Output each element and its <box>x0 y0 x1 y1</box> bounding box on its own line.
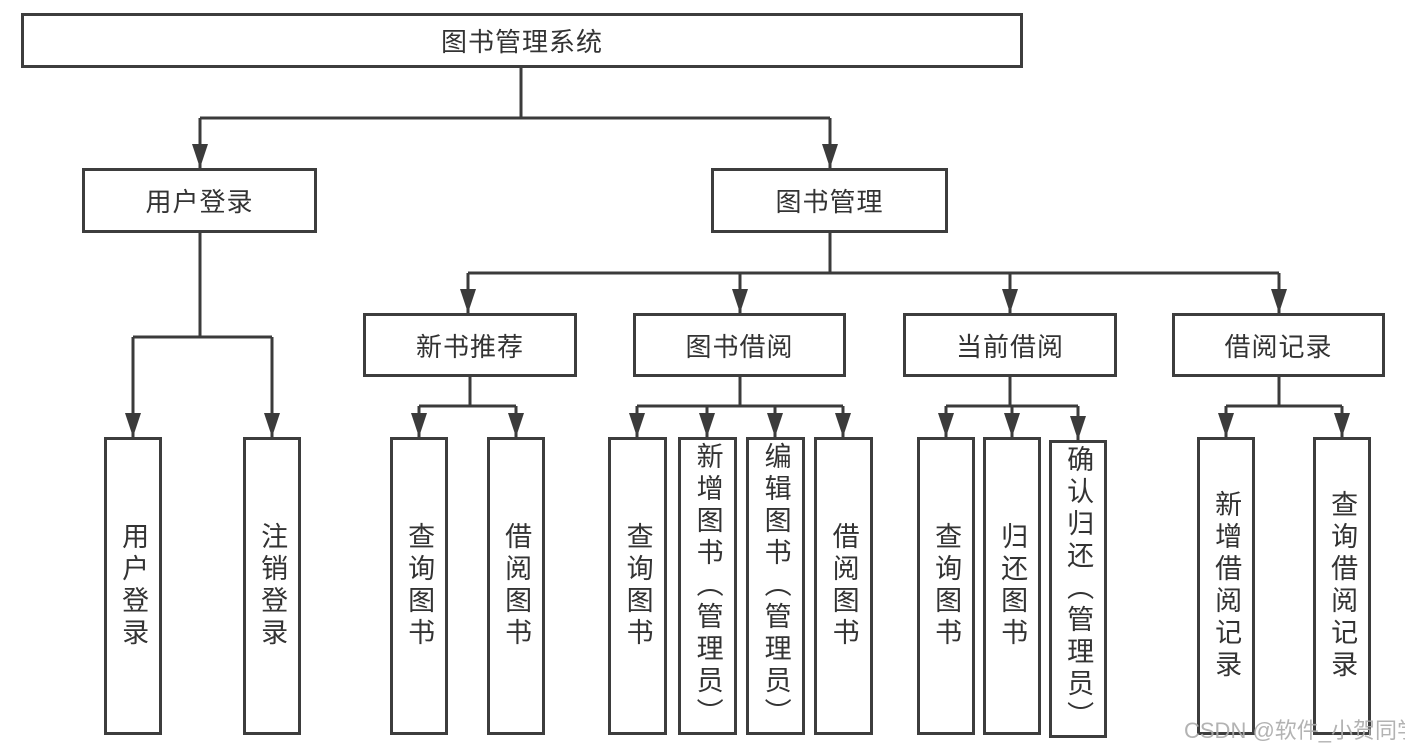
leaf-borrow-books: 借阅图书 <box>814 437 873 735</box>
connector-user-login-children <box>125 233 280 437</box>
leaf-user-login: 用户登录 <box>104 437 162 735</box>
node-current-borrow-label: 当前借阅 <box>955 331 1064 362</box>
connector-root-to-level2 <box>192 68 838 168</box>
leaf-current-query-books: 查询图书 <box>917 437 975 735</box>
leaf-add-borrow-record: 新增借阅记录 <box>1197 437 1255 735</box>
leaf-add-borrow-record-label: 新增借阅记录 <box>1211 490 1242 682</box>
leaf-borrow-query-books: 查询图书 <box>608 437 667 735</box>
node-new-book-recommend-label: 新书推荐 <box>415 331 524 362</box>
node-book-borrow-label: 图书借阅 <box>685 331 794 362</box>
node-borrow-records: 借阅记录 <box>1172 313 1385 377</box>
leaf-borrow-books-label: 借阅图书 <box>828 522 859 650</box>
node-book-borrow: 图书借阅 <box>633 313 846 377</box>
node-new-book-recommend: 新书推荐 <box>363 313 577 377</box>
node-root-system: 图书管理系统 <box>21 13 1023 68</box>
leaf-add-books-admin: 新增图书（管理员） <box>678 437 737 735</box>
node-book-management: 图书管理 <box>711 168 948 233</box>
leaf-edit-books-admin: 编辑图书（管理员） <box>746 437 805 735</box>
node-root-system-label: 图书管理系统 <box>440 27 603 57</box>
node-borrow-records-label: 借阅记录 <box>1224 331 1333 362</box>
node-user-login-label: 用户登录 <box>145 187 254 217</box>
leaf-user-login-label: 用户登录 <box>118 522 149 650</box>
leaf-confirm-return-admin-label: 确认归还（管理员） <box>1063 445 1094 733</box>
leaf-logout: 注销登录 <box>243 437 301 735</box>
leaf-add-books-admin-label: 新增图书（管理员） <box>692 442 723 730</box>
leaf-recommend-query-books-label: 查询图书 <box>404 522 435 650</box>
leaf-borrow-query-books-label: 查询图书 <box>622 522 653 650</box>
leaf-recommend-borrow-books-label: 借阅图书 <box>501 522 532 650</box>
leaf-recommend-borrow-books: 借阅图书 <box>487 437 545 735</box>
leaf-logout-label: 注销登录 <box>257 522 288 650</box>
connector-borrow-children <box>629 377 851 437</box>
node-book-management-label: 图书管理 <box>775 187 884 217</box>
connector-records-children <box>1218 377 1350 437</box>
leaf-query-borrow-record: 查询借阅记录 <box>1313 437 1371 735</box>
connector-recommend-children <box>411 377 524 437</box>
leaf-edit-books-admin-label: 编辑图书（管理员） <box>760 442 791 730</box>
node-user-login: 用户登录 <box>82 168 317 233</box>
connector-current-borrow-children <box>938 377 1086 440</box>
leaf-return-books: 归还图书 <box>983 437 1041 735</box>
csdn-watermark: CSDN @软件_小贺同学 <box>1184 718 1405 743</box>
leaf-return-books-label: 归还图书 <box>997 522 1028 650</box>
leaf-query-borrow-record-label: 查询借阅记录 <box>1327 490 1358 682</box>
node-current-borrow: 当前借阅 <box>903 313 1117 377</box>
connector-book-management-children <box>460 233 1287 313</box>
leaf-recommend-query-books: 查询图书 <box>390 437 448 735</box>
leaf-current-query-books-label: 查询图书 <box>931 522 962 650</box>
leaf-confirm-return-admin: 确认归还（管理员） <box>1049 440 1107 738</box>
